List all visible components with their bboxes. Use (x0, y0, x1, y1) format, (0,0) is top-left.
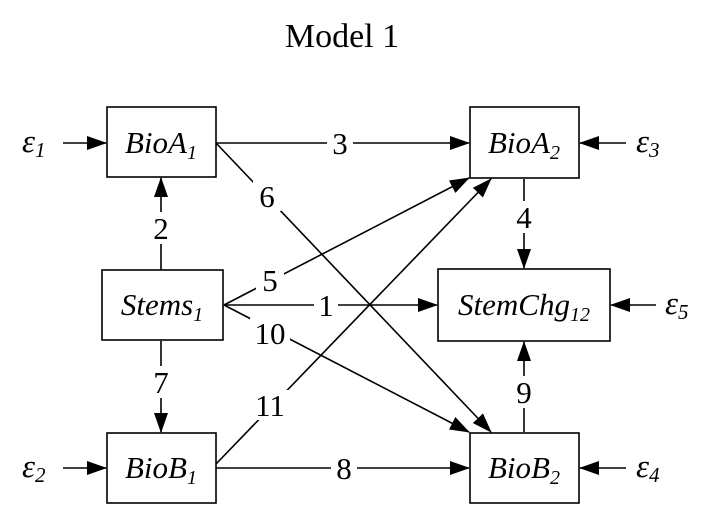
node-stems1-name: Stems (121, 287, 193, 322)
node-bioa2: BioA2 (469, 106, 580, 179)
error-term-e5: ε5 (665, 286, 689, 324)
node-bioa1: BioA1 (106, 106, 217, 178)
node-biob1: BioB1 (106, 432, 217, 504)
error-term-e2: ε2 (22, 449, 46, 487)
svg-text:BioB1: BioB1 (125, 450, 197, 489)
node-bioa2-sub: 2 (550, 142, 560, 164)
error-term-e3: ε3 (636, 124, 660, 162)
error-term-e1: ε1 (22, 124, 46, 162)
path-label-7: 7 (153, 365, 169, 400)
node-biob1-name: BioB (125, 450, 187, 485)
path-label-6: 6 (259, 179, 275, 214)
path-label-2: 2 (153, 211, 169, 246)
node-stems1: Stems1 (101, 269, 224, 341)
node-stems1-sub: 1 (193, 304, 203, 326)
node-stemchg12-sub: 12 (570, 304, 590, 326)
path-label-1: 1 (318, 288, 334, 323)
svg-text:BioA2: BioA2 (488, 125, 560, 164)
node-stemchg12-name: StemChg (458, 287, 570, 322)
node-bioa1-sub: 1 (187, 142, 197, 164)
diagram-title: Model 1 (285, 18, 399, 55)
path-label-5: 5 (262, 263, 278, 298)
node-bioa2-name: BioA (488, 125, 551, 160)
svg-text:StemChg12: StemChg12 (458, 287, 590, 326)
svg-text:BioB2: BioB2 (488, 450, 560, 489)
node-stemchg12: StemChg12 (437, 268, 611, 342)
node-biob1-sub: 1 (187, 467, 197, 489)
path-label-11: 11 (255, 388, 285, 423)
error-term-e4: ε4 (636, 449, 660, 487)
path-label-8: 8 (336, 451, 352, 486)
node-biob2-name: BioB (488, 450, 550, 485)
node-bioa1-name: BioA (125, 125, 188, 160)
path-label-10: 10 (255, 316, 286, 351)
node-biob2: BioB2 (469, 432, 580, 504)
path-label-9: 9 (516, 375, 532, 410)
svg-text:BioA1: BioA1 (125, 125, 197, 164)
node-biob2-sub: 2 (550, 467, 560, 489)
path-label-3: 3 (332, 126, 348, 161)
path-label-4: 4 (516, 200, 532, 235)
svg-text:Stems1: Stems1 (121, 287, 203, 326)
